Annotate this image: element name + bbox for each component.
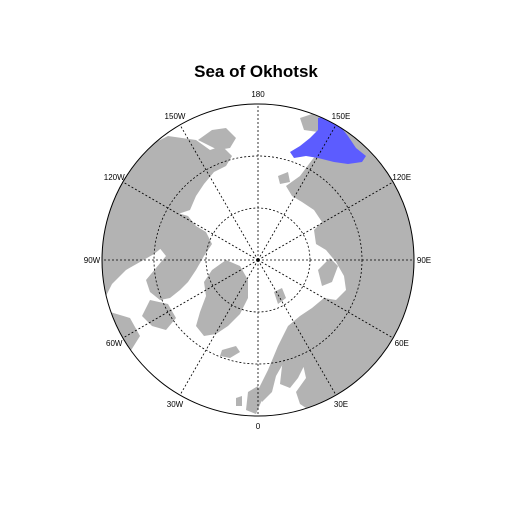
land-north-america [102, 136, 232, 300]
meridian-lon-60e [257, 259, 394, 339]
land-eurasia [258, 108, 414, 416]
meridian-lon-150w [179, 124, 259, 261]
land-severnaya-zemlya [318, 230, 334, 246]
meridian-label-lon-30w: 30W [167, 400, 184, 409]
land-ireland [236, 396, 242, 406]
meridian-label-lon-180: 180 [251, 90, 265, 99]
land-svalbard [274, 288, 286, 304]
meridian-lines [102, 104, 414, 416]
land-canadian-archipelago [146, 212, 212, 300]
meridian-lon-120e [257, 181, 394, 261]
map-title: Sea of Okhotsk [194, 62, 318, 81]
meridian-lon-60w [122, 259, 259, 339]
meridian-lon-120w [122, 181, 259, 261]
meridian-label-lon-30e: 30E [334, 400, 348, 409]
meridian-label-lon-120e: 120E [392, 173, 411, 182]
meridian-label-lon-120w: 120W [104, 173, 125, 182]
land-novaya-zemlya [318, 258, 338, 286]
meridian-label-lon-60e: 60E [395, 339, 409, 348]
land-iceland [220, 346, 240, 358]
meridian-lon-30e [257, 259, 337, 396]
land-alaska [198, 128, 236, 150]
land-scandinavia [280, 320, 322, 388]
meridian-label-lon-60w: 60W [106, 339, 123, 348]
highlight-sea-of-okhotsk [290, 116, 366, 164]
meridian-lon-30w [179, 259, 259, 396]
meridian-label-lon-150w: 150W [165, 112, 186, 121]
map-boundary [101, 103, 415, 417]
meridian-label-lon-90w: 90W [84, 256, 101, 265]
meridian-label-lon-0: 0 [256, 422, 261, 431]
land-new-siberian-islands [278, 172, 290, 184]
meridian-labels: 180 150E 120E 90E 60E 30E 0 30W 60W 90W 120W 150W [84, 90, 431, 431]
meridian-lon-150e [257, 124, 337, 261]
meridian-label-lon-90e: 90E [417, 256, 431, 265]
meridian-label-lon-150e: 150E [332, 112, 351, 121]
